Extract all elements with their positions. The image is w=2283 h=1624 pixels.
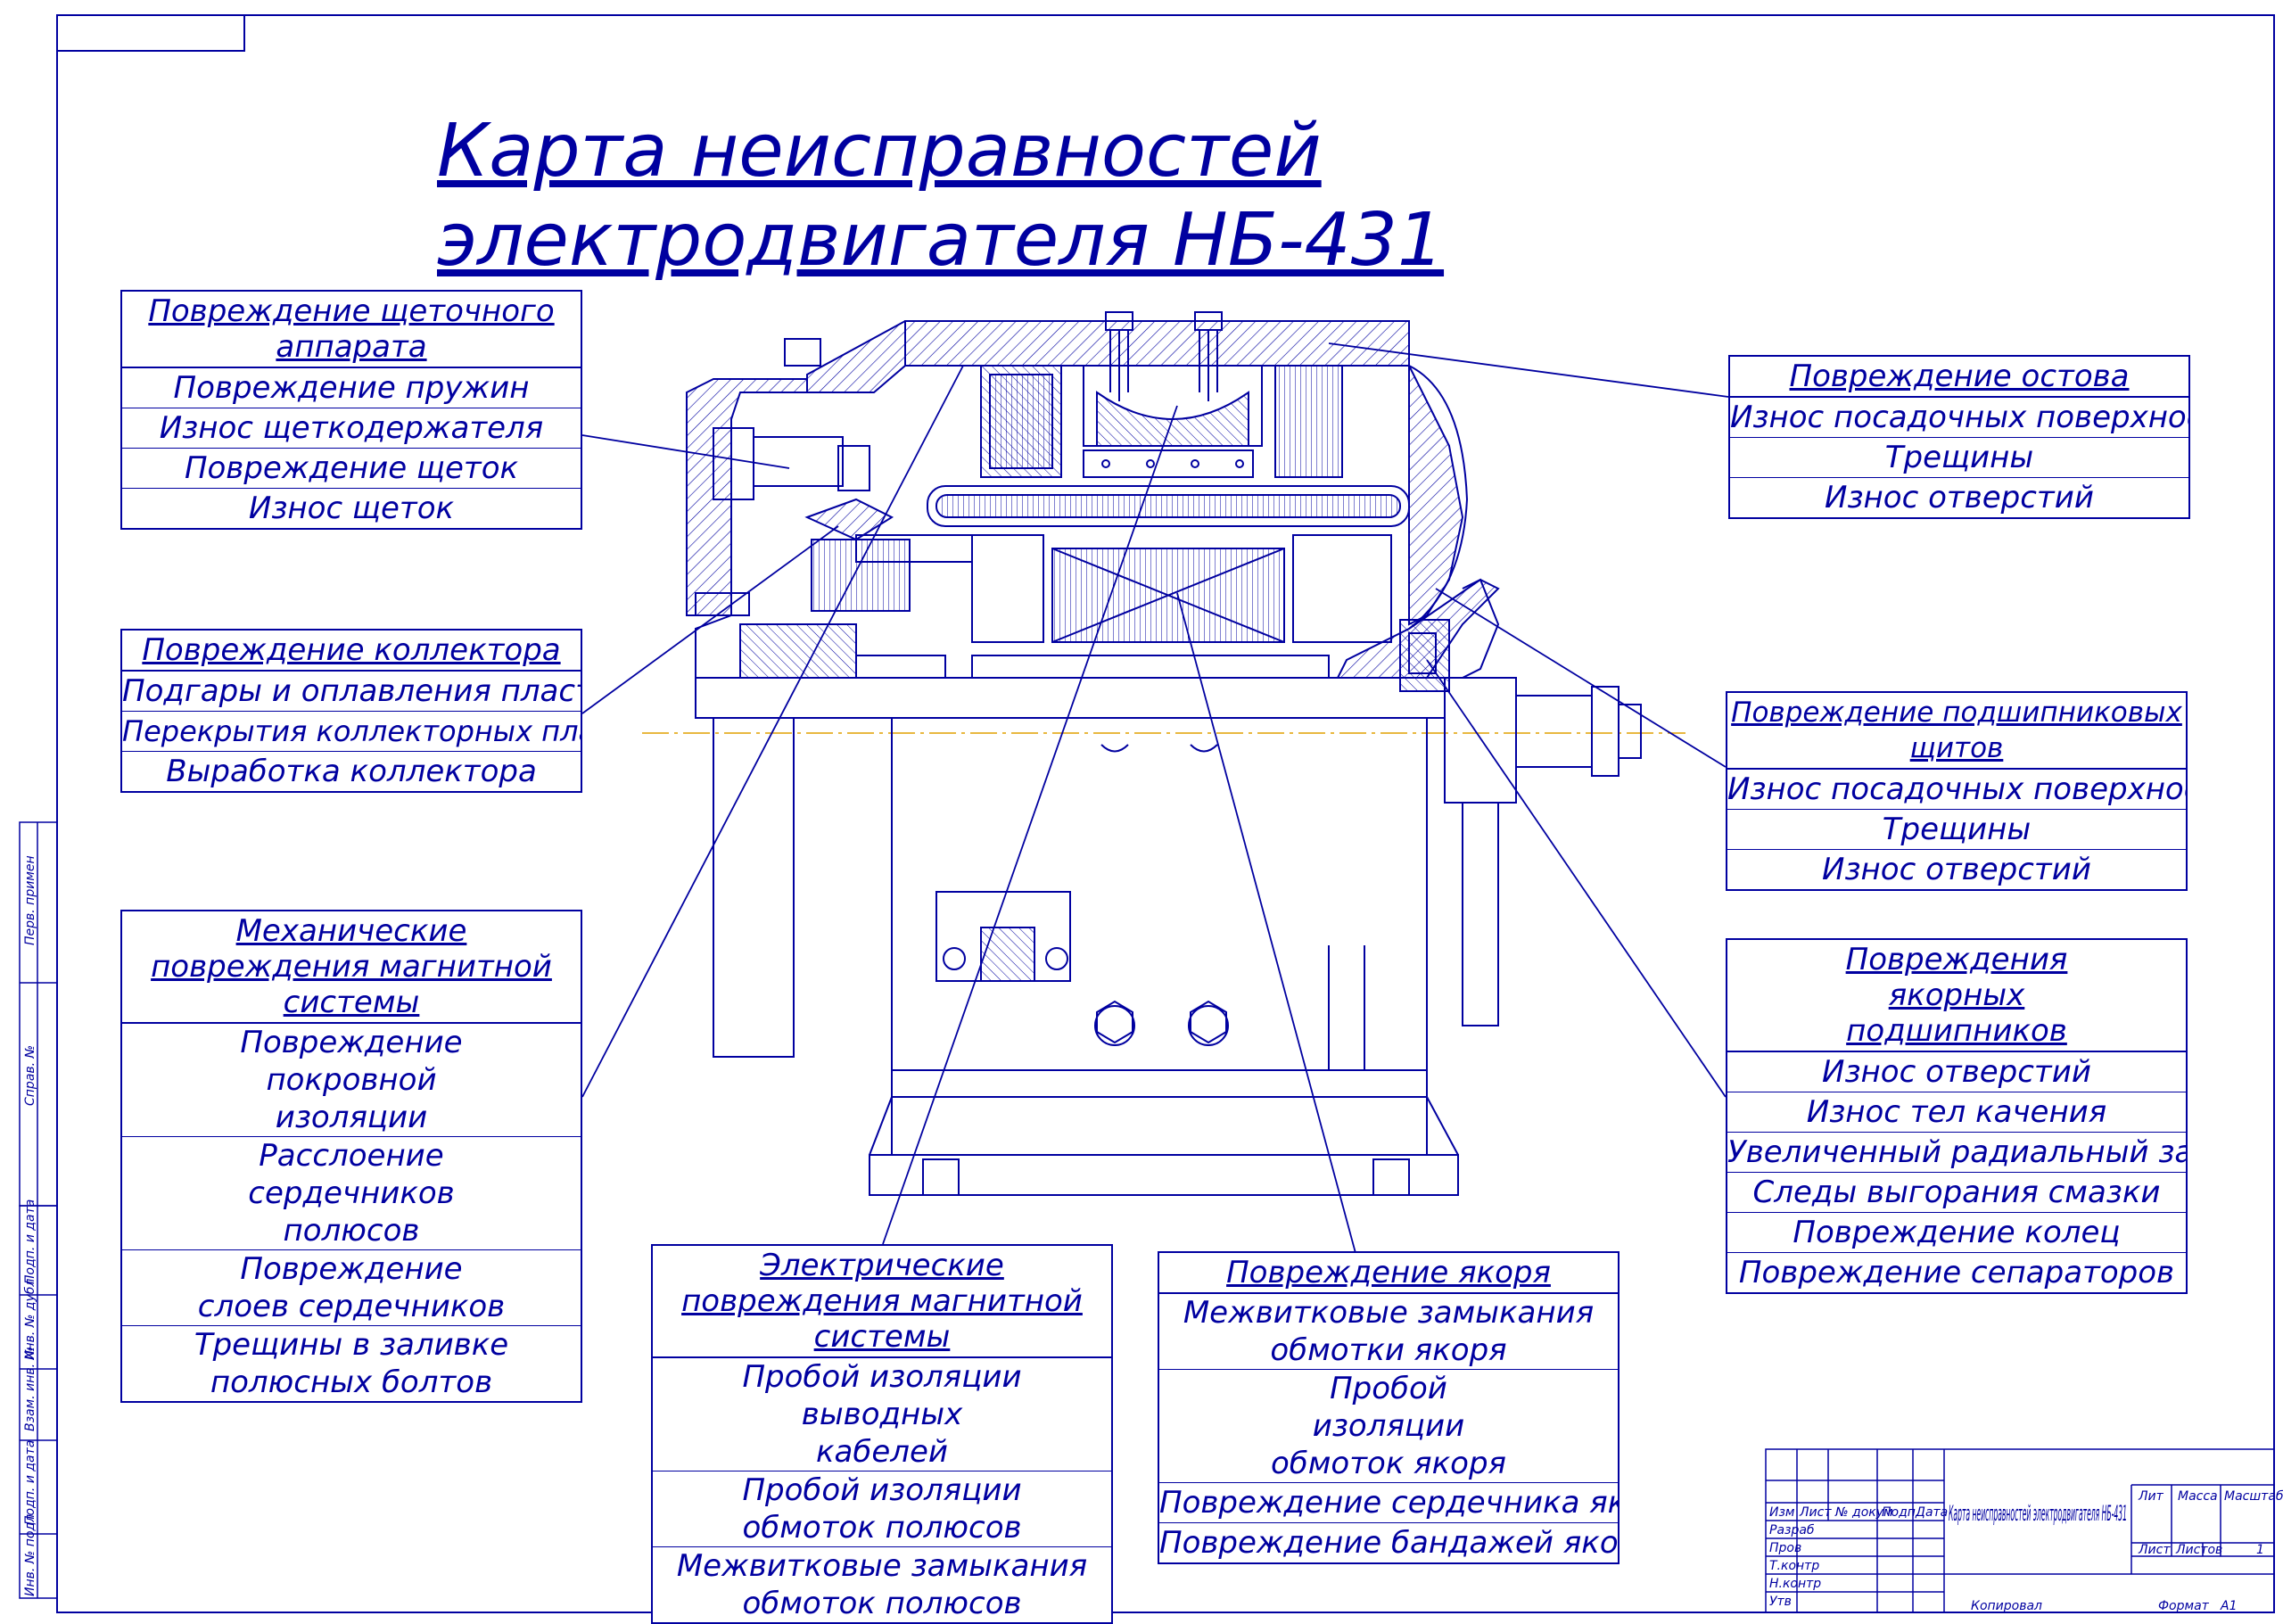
stamp-doc-title: Карта неисправностей электродвигателя НБ… — [1949, 1501, 2127, 1526]
side-label-6: Инв. № подл — [23, 1513, 37, 1596]
box-item: Выработка коллектора — [166, 754, 537, 789]
outer-frame — [56, 14, 2275, 1613]
side-label-0: Перв. примен — [23, 855, 37, 945]
stamp-sheets-count: 1 — [2256, 1543, 2264, 1557]
box-item: Расслоение сердечников полюсов — [122, 1137, 581, 1250]
box-heading: Электрические повреждения магнитной сист… — [653, 1246, 1111, 1358]
box-collector: Повреждение коллектора Подгары и оплавле… — [120, 629, 582, 793]
stamp-col-4: Дата — [1915, 1505, 1948, 1520]
box-heading: Повреждение коллектора — [122, 631, 581, 672]
box-item: Повреждение колец — [1727, 1213, 2186, 1253]
box-brush-gear: Повреждение щеточного аппарата Поврежден… — [120, 290, 582, 530]
box-item: Повреждение сепараторов — [1738, 1255, 2175, 1290]
stamp-role-0: Разраб — [1769, 1523, 1815, 1537]
box-item: Износ щеткодержателя — [122, 408, 581, 449]
side-label-2: Подп. и дата — [23, 1199, 37, 1284]
page-title: Карта неисправностей электродвигателя НБ… — [437, 109, 1445, 283]
box-bearing-shields: Повреждение подшипниковых щитов Износ по… — [1726, 691, 2188, 891]
box-item: Износ тел качения — [1727, 1092, 2186, 1133]
side-strip — [19, 821, 58, 1599]
box-item: Пробой изоляции обмоток якоря — [1159, 1370, 1618, 1483]
box-heading: Повреждение щеточного аппарата — [122, 292, 581, 368]
box-item: Повреждение сердечника якоря — [1159, 1483, 1618, 1523]
box-heading: Повреждение подшипниковых щитов — [1727, 693, 2186, 770]
leader-lines — [581, 342, 1729, 1254]
stamp-role-4: Утв — [1769, 1595, 1792, 1609]
stamp-format-value: А1 — [2220, 1599, 2237, 1613]
corner-box — [56, 14, 245, 52]
stamp-mass: Масса — [2178, 1489, 2218, 1504]
title-block-text: Изм Лист № докум Подп Дата Разраб Пров Т… — [1769, 1489, 2283, 1613]
box-item: Пробой изоляции обмоток полюсов — [653, 1471, 1111, 1547]
box-item: Износ отверстий — [1825, 480, 2094, 515]
stamp-sheets: Листов — [2175, 1543, 2222, 1557]
side-label-5: Подп. и дата — [23, 1439, 37, 1525]
box-mechanical-magnetic: Механические повреждения магнитной систе… — [120, 910, 582, 1403]
box-heading: Повреждение якоря — [1159, 1253, 1618, 1294]
box-item: Перекрытия коллекторных пластин — [122, 712, 581, 752]
box-item: Износ отверстий — [1822, 852, 2091, 887]
title-block — [1765, 1448, 2275, 1613]
box-heading: Повреждение остова — [1730, 357, 2188, 398]
box-item: Межвитковые замыкания обмоток полюсов — [676, 1548, 1088, 1621]
box-item: Износ щеток — [248, 490, 455, 526]
stamp-role-2: Т.контр — [1769, 1559, 1819, 1573]
stamp-role-3: Н.контр — [1769, 1577, 1821, 1591]
side-label-1: Справ. № — [23, 1044, 37, 1106]
box-armature-bearings: Повреждения якорных подшипников Износ от… — [1726, 938, 2188, 1294]
box-item: Пробой изоляции выводных кабелей — [653, 1358, 1111, 1471]
box-heading: Механические повреждения магнитной систе… — [122, 911, 581, 1024]
box-item: Повреждение слоев сердечников — [122, 1250, 581, 1326]
box-item: Повреждение бандажей якоря — [1159, 1525, 1618, 1561]
box-item: Следы выгорания смазки — [1727, 1173, 2186, 1213]
stamp-lit: Лит — [2138, 1489, 2164, 1504]
stamp-role-1: Пров — [1769, 1541, 1801, 1555]
stamp-col-2: № докум — [1834, 1505, 1893, 1520]
box-electrical-magnetic: Электрические повреждения магнитной сист… — [651, 1244, 1113, 1624]
box-item: Повреждение пружин — [122, 368, 581, 408]
stamp-col-3: Подп — [1882, 1505, 1916, 1520]
box-item: Подгары и оплавления пластин — [122, 672, 581, 712]
box-item: Межвитковые замыкания обмотки якоря — [1159, 1294, 1618, 1370]
box-item: Повреждение щеток — [122, 449, 581, 489]
stamp-scale: Масштаб — [2224, 1489, 2283, 1504]
box-armature: Повреждение якоря Межвитковые замыкания … — [1158, 1251, 1620, 1564]
box-item: Износ посадочных поверхностей — [1730, 398, 2188, 438]
box-item: Увеличенный радиальный зазор — [1727, 1133, 2186, 1173]
box-item: Повреждение покровной изоляции — [122, 1024, 581, 1137]
stamp-sheet: Лист — [2138, 1543, 2171, 1557]
stamp-format: Формат — [2158, 1599, 2210, 1613]
box-item: Трещины в заливке полюсных болтов — [194, 1327, 509, 1400]
box-frame: Повреждение остова Износ посадочных пове… — [1728, 355, 2190, 519]
box-item: Трещины — [1727, 810, 2186, 850]
side-label-4: Взам. инв. № — [23, 1346, 37, 1431]
box-heading: Повреждения якорных подшипников — [1727, 940, 2186, 1052]
stamp-col-0: Изм — [1769, 1505, 1795, 1520]
stamp-copied: Копировал — [1971, 1599, 2042, 1613]
stamp-col-1: Лист — [1799, 1505, 1832, 1520]
box-item: Трещины — [1730, 438, 2188, 478]
box-item: Износ посадочных поверхностей — [1727, 770, 2186, 810]
box-item: Износ отверстий — [1727, 1052, 2186, 1092]
